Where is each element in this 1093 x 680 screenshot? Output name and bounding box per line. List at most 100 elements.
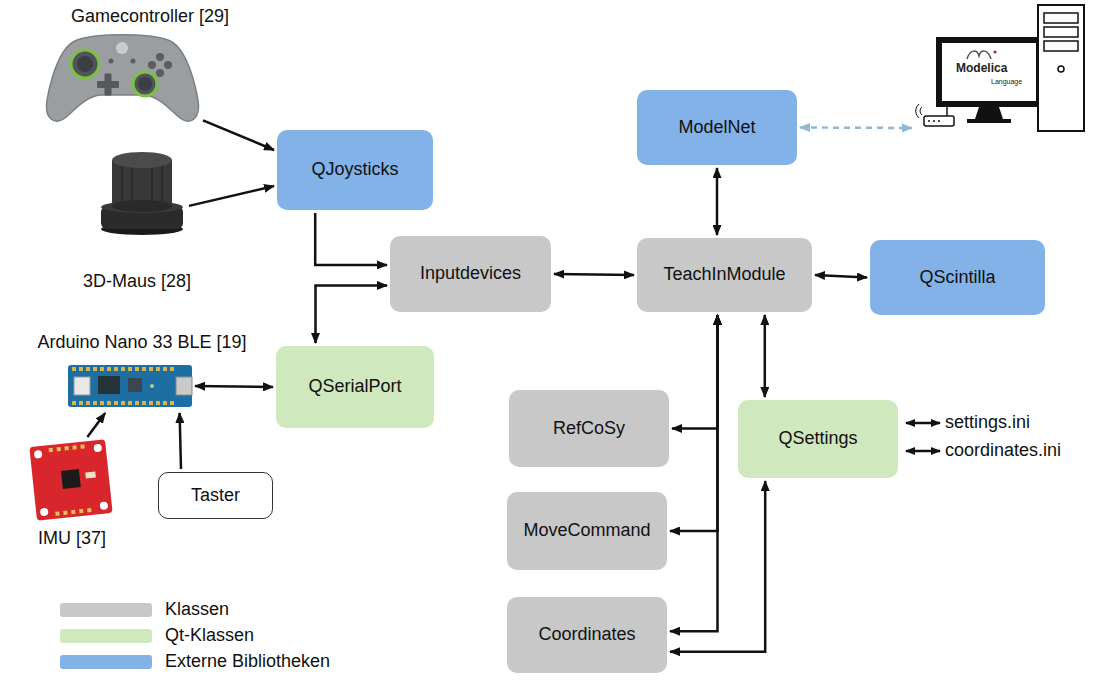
picture-part [1038,5,1084,131]
picture-part [121,401,125,405]
picture-part [29,439,112,521]
picture-part [170,367,174,371]
box-label: QSerialPort [308,376,401,398]
picture-part [72,445,76,449]
picture-part [34,450,43,459]
picture-part [46,35,198,121]
picture-part [105,74,112,96]
picture-part [71,510,75,514]
picture-part [1058,66,1064,72]
picture-part [138,77,152,91]
picture-part [68,365,192,407]
picture-part [131,59,136,64]
connector-arrow [716,168,719,235]
legend-swatch [60,629,152,643]
device-picture [45,30,200,125]
box-label: QSettings [778,428,857,450]
picture-part [150,384,154,388]
picture-part [938,120,940,122]
picture-part [1044,13,1078,23]
picture-part [98,376,120,394]
picture-part [109,59,114,64]
picture-part [112,152,172,168]
sensor-picture [30,440,112,520]
class-box: Inputdevices [390,236,551,312]
connector-arrow [180,413,181,469]
class-box: TeachInModule [637,238,812,312]
picture-part [928,120,930,122]
ini-arrow [906,422,940,425]
computer-picture: ModelicaLanguage [915,3,1087,135]
library-box: QJoysticks [277,130,433,210]
picture-part [156,401,160,405]
picture-part [1044,27,1078,37]
board-picture [68,362,192,410]
picture-part [170,401,174,405]
picture-part [135,367,139,371]
class-box: MoveCommand [507,492,667,570]
picture-part [64,446,68,450]
picture-part [993,50,996,53]
picture-part [135,401,139,405]
connector-arrow [195,386,273,387]
picture-part [156,69,164,77]
device-picture: 3D-Maus [28] [98,150,186,236]
picture-part [79,509,83,513]
device-caption: IMU [37] [38,528,106,550]
picture-part [86,401,90,405]
picture-part [128,401,132,405]
qt-class-box: QSerialPort [276,346,434,428]
connector-arrow [87,413,105,437]
picture-part [85,471,96,478]
picture-part [163,401,167,405]
connector-arrow [315,213,387,265]
picture-part [93,367,97,371]
picture-part [100,401,104,405]
picture-part [114,401,118,405]
picture-part [128,367,132,371]
picture-part [77,56,93,72]
network-link [800,126,912,129]
picture-part [121,367,125,371]
box-label: ModelNet [678,117,755,139]
picture-part [975,107,1003,119]
class-box: Coordinates [507,597,667,673]
picture-part [142,367,146,371]
connector-arrow [670,481,765,652]
picture-part [63,511,67,515]
connector-arrow [670,315,718,631]
picture-part [163,367,167,371]
picture-part [74,377,90,395]
picture-part [55,511,59,515]
picture-part [156,53,164,61]
picture-part [57,447,61,451]
connector-arrow [554,274,634,275]
picture-part [161,166,163,202]
device-picture [98,150,186,236]
picture-part [142,401,146,405]
picture-part [133,72,157,96]
picture-part [49,448,53,452]
picture-part [149,367,153,371]
device-picture: Gamecontroller [29] [45,30,200,125]
picture-part [933,120,935,122]
legend-text: Klassen [165,599,229,621]
connector-arrow [764,315,767,397]
picture-part [79,401,83,405]
picture-part [107,401,111,405]
picture-part [114,367,118,371]
picture-part [151,168,153,205]
picture-part [149,401,153,405]
picture-part [99,501,108,510]
picture-part [40,508,49,517]
box-label: RefCoSy [553,418,625,440]
connector-arrow [189,186,274,206]
logo-text: Modelica [956,61,1007,75]
picture-part [100,367,104,371]
legend-text: Qt-Klassen [165,625,254,647]
picture-part [1044,41,1078,51]
file-label: coordinates.ini [945,440,1061,462]
box-label: QJoysticks [311,159,398,181]
picture-part [920,107,922,115]
